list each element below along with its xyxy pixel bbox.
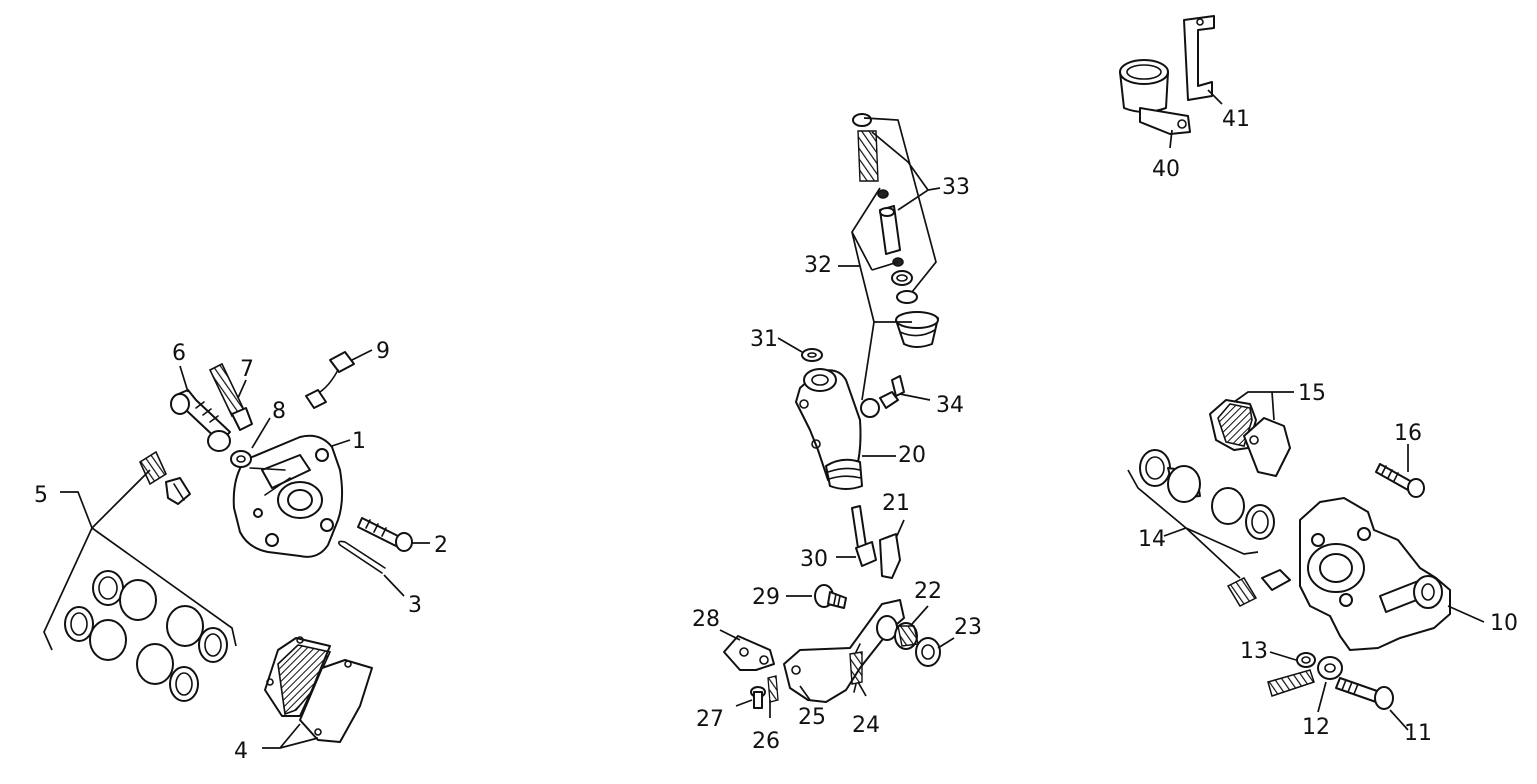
master-cylinder-body-part: [795, 368, 863, 490]
banjo-bolt-part: [1335, 677, 1394, 710]
front-caliper-assembly: [1139, 399, 1451, 710]
piston-seal-set-part: [64, 570, 228, 702]
callout-14: 14: [1138, 527, 1166, 552]
callout-7: 7: [240, 357, 254, 382]
small-bolt-part: [750, 686, 766, 709]
pedal-bracket-part: [723, 635, 775, 671]
callout-21: 21: [882, 491, 910, 516]
retaining-clip-part: [338, 540, 386, 574]
callout-15: 15: [1298, 381, 1326, 406]
bleeder-spring-right-part: [1226, 569, 1291, 607]
caliper-body-right-part: [1299, 497, 1451, 651]
bleeder-spring-part: [138, 450, 191, 505]
brake-hose-part: [208, 362, 253, 431]
caliper-bolt-part: [1375, 463, 1425, 498]
callout-26: 26: [752, 729, 780, 754]
callout-30: 30: [800, 547, 828, 572]
banjo-fitting-part: [207, 430, 252, 468]
reservoir-bracket-part: [1183, 15, 1215, 101]
pedal-bushing-part: [894, 622, 919, 650]
pedal-cap-part: [915, 637, 941, 667]
callout-8: 8: [272, 399, 286, 424]
washer-part: [801, 348, 823, 362]
callout-29: 29: [752, 585, 780, 610]
callout-28: 28: [692, 607, 720, 632]
callout-16: 16: [1394, 421, 1422, 446]
brake-pedal-part: [783, 599, 905, 703]
piston-kit-part: [852, 113, 918, 304]
brake-hose-right-part: [1267, 656, 1343, 697]
brake-pads-part: [264, 636, 373, 743]
callout-23: 23: [954, 615, 982, 640]
callout-40: 40: [1152, 157, 1180, 182]
callout-22: 22: [914, 579, 942, 604]
callout-25: 25: [798, 705, 826, 730]
brake-pads-right-part: [1209, 399, 1291, 477]
sensor-connector-part: [305, 351, 355, 409]
callout-4: 4: [234, 739, 248, 764]
callout-41: 41: [1222, 107, 1250, 132]
callout-24: 24: [852, 713, 880, 738]
callout-20: 20: [898, 443, 926, 468]
callout-6: 6: [172, 341, 186, 366]
return-spring-part: [849, 643, 863, 693]
callout-11: 11: [1404, 721, 1432, 746]
callout-3: 3: [408, 593, 422, 618]
callout-1: 1: [352, 429, 366, 454]
callout-10: 10: [1490, 611, 1518, 636]
callout-27: 27: [696, 707, 724, 732]
callout-numbers: 1 2 3 4 5 6 7 8 9 10 11 12 13 14 15 16 2…: [34, 107, 1518, 764]
callout-9: 9: [376, 339, 390, 364]
caliper-body-part: [232, 434, 344, 558]
clevis-part: [879, 533, 901, 579]
callout-5: 5: [34, 483, 48, 508]
master-cylinder-assembly: [723, 113, 941, 709]
fluid-reservoir-assembly: [1119, 15, 1215, 135]
piston-seal-set-right-part: [1139, 449, 1275, 540]
callout-12: 12: [1302, 715, 1330, 740]
callout-13: 13: [1240, 639, 1268, 664]
small-spring-part: [767, 675, 779, 703]
callout-33: 33: [942, 175, 970, 200]
leader-lines: [43, 89, 1485, 749]
pivot-bolt-part: [814, 584, 847, 609]
washer-right-part: [1296, 652, 1316, 668]
push-rod-part: [851, 505, 877, 567]
callout-34: 34: [936, 393, 964, 418]
elbow-fitting-part: [860, 375, 905, 418]
pad-pin-part: [357, 517, 413, 552]
rear-caliper-assembly: [64, 351, 413, 743]
callout-32: 32: [804, 253, 832, 278]
callout-2: 2: [434, 533, 448, 558]
reservoir-part: [1119, 59, 1191, 135]
dust-boot-part: [895, 311, 939, 348]
callout-31: 31: [750, 327, 778, 352]
